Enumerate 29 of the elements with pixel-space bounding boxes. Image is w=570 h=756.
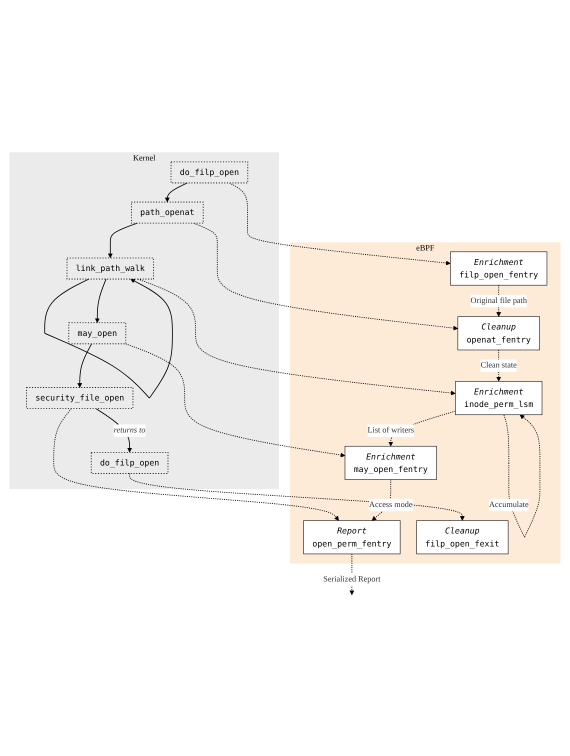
- edge-label: Serialized Report: [323, 574, 380, 584]
- edge-label: Access mode: [369, 500, 413, 510]
- edge-label: Accumulate: [489, 500, 529, 510]
- arrow: [108, 222, 138, 258]
- node-box: Enrichment may_open_fentry: [344, 446, 437, 480]
- arrow: [138, 278, 456, 396]
- arrow: [94, 278, 106, 323]
- node-box: Enrichment filp_open_fentry: [450, 252, 548, 286]
- arrow: [164, 182, 188, 202]
- arrow: [228, 182, 451, 266]
- arrow: [193, 222, 458, 330]
- arrow: [504, 414, 540, 538]
- edge-label: Original file path: [470, 296, 527, 306]
- node-box: Cleanup filp_open_fexit: [416, 520, 508, 554]
- node-box: security_file_open: [26, 387, 134, 410]
- arrow: [77, 343, 92, 388]
- arrow: [44, 278, 173, 398]
- node-box: Report open_perm_fentry: [303, 520, 400, 554]
- node-box: do_filp_open: [170, 161, 248, 184]
- arrow: [125, 343, 346, 458]
- node-box: may_open: [68, 322, 126, 344]
- edge-label: List of writers: [368, 426, 414, 435]
- node-box: Cleanup openat_fentry: [458, 316, 540, 350]
- edge-label: Clean state: [480, 361, 517, 370]
- node-box: Enrichment inode_perm_lsm: [455, 381, 542, 416]
- node-box: do_filp_open: [90, 452, 168, 474]
- node-box: path_openat: [130, 202, 204, 224]
- edge-label: returns to: [114, 426, 146, 435]
- node-box: link_path_walk: [66, 258, 154, 280]
